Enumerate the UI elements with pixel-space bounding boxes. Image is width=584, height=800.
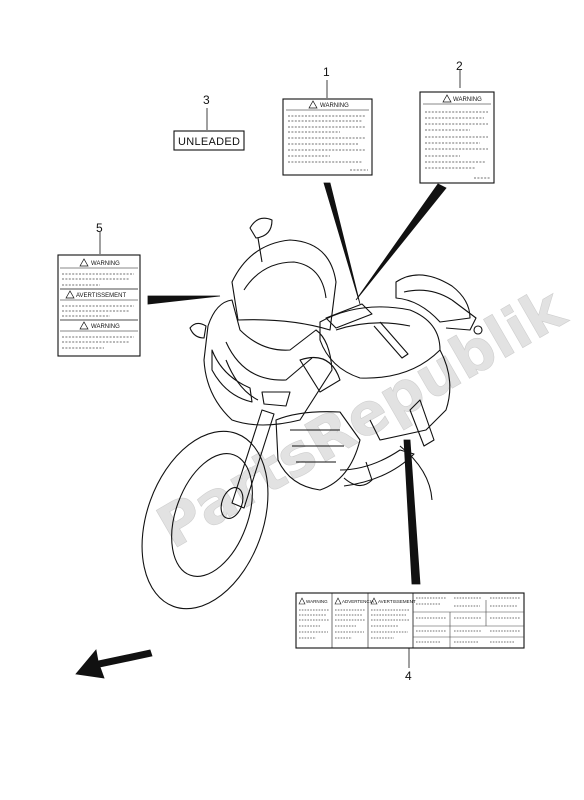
label-5-heading-3: WARNING	[91, 324, 120, 330]
label-1-warning: WARNING	[282, 98, 373, 176]
label-2-warning: WARNING	[419, 91, 495, 184]
label-5-heading-2: AVERTISSEMENT	[76, 293, 126, 299]
warning-triangle-icon	[298, 597, 306, 605]
callout-1: 1	[323, 65, 330, 79]
label-5-heading-1: WARNING	[91, 261, 120, 267]
svg-text:PartsRepublik: PartsRepublik	[146, 273, 578, 561]
label-1-heading: WARNING	[320, 103, 349, 109]
callout-5: 5	[96, 221, 103, 235]
label-4-heading-2: ADVERTENCIA	[342, 599, 374, 604]
front-direction-arrow-icon	[75, 649, 153, 679]
warning-triangle-icon	[308, 100, 318, 109]
label-4-information: WARNING ADVERTENCIA AVERTISSEMENT	[295, 592, 525, 649]
label-2-heading: WARNING	[453, 97, 482, 103]
label-3-unleaded: UNLEADED	[173, 130, 245, 151]
warning-triangle-icon	[370, 597, 378, 605]
warning-triangle-icon	[79, 321, 89, 330]
warning-triangle-icon	[65, 290, 75, 299]
callout-4: 4	[405, 669, 412, 683]
leader-lines	[99, 70, 461, 668]
label-4-heading-1: WARNING	[306, 599, 328, 604]
warning-triangle-icon	[334, 597, 342, 605]
unleaded-text: UNLEADED	[178, 136, 240, 148]
watermark: PartsRepublik	[145, 273, 578, 562]
warning-triangle-icon	[79, 258, 89, 267]
warning-triangle-icon	[442, 94, 452, 103]
callout-3: 3	[203, 93, 210, 107]
label-4-heading-3: AVERTISSEMENT	[378, 599, 416, 604]
label-5-warning: WARNING AVERTISSEMENT WARNING	[57, 254, 141, 357]
motorcycle-illustration	[141, 217, 483, 610]
callout-2: 2	[456, 59, 463, 73]
